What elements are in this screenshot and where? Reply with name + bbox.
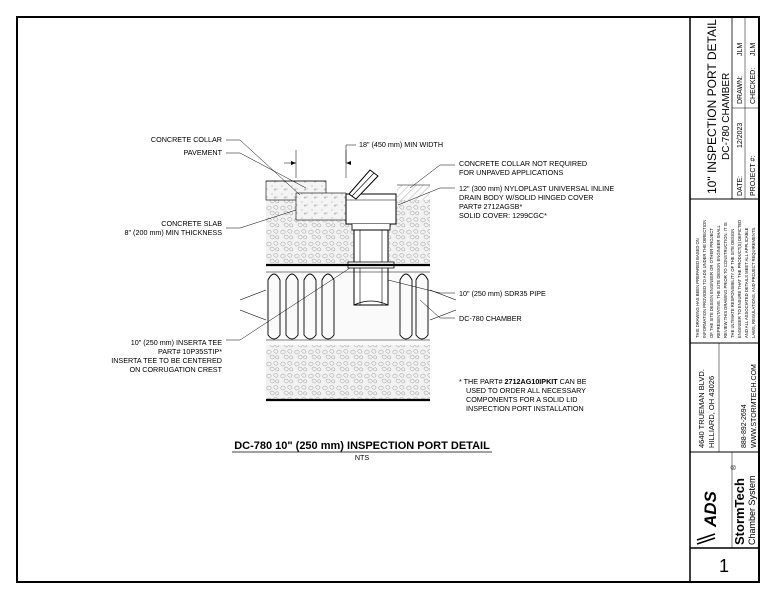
min-width-dimension [284, 144, 356, 178]
tb-date-value: 12/2023 [737, 123, 744, 148]
drain-body [345, 193, 397, 225]
label-pavement: PAVEMENT [184, 148, 223, 157]
label-tee-2: PART# 10P35STIP* [158, 347, 222, 356]
label-pipe: 10" (250 mm) SDR35 PIPE [459, 289, 546, 298]
tb-title-2: DC-780 CHAMBER [721, 73, 732, 160]
svg-text:REPRESENTATIVE. THE SITE DESIG: REPRESENTATIVE. THE SITE DESIGN ENGINEER… [716, 224, 721, 338]
concrete-collar [295, 192, 347, 221]
unpaved-surface [397, 185, 430, 200]
tb-address-1: 4640 TRUEMAN BLVD. [697, 369, 706, 448]
svg-text:LAWS, REGULATIONS, AND PROJECT: LAWS, REGULATIONS, AND PROJECT REQUIREME… [751, 227, 756, 338]
tb-address-2: HILLIARD, OH 43026 [707, 376, 716, 448]
svg-text:THE ULTIMATE RESPONSIBILITY OF: THE ULTIMATE RESPONSIBILITY OF THE SITE … [730, 229, 735, 338]
svg-text:INFORMATION PROVIDED TO ADS UN: INFORMATION PROVIDED TO ADS UNDER THE DI… [702, 220, 707, 338]
label-concrete-collar: CONCRETE COLLAR [151, 135, 222, 144]
note-line-2: USED TO ORDER ALL NECESSARY [466, 386, 586, 395]
note-line-4: INSPECTION PORT INSTALLATION [466, 404, 584, 413]
detail-title: DC-780 10" (250 mm) INSPECTION PORT DETA… [234, 440, 490, 452]
chamber-corrugations [267, 273, 429, 340]
svg-text:REVIEW THIS DRAWING PRIOR TO C: REVIEW THIS DRAWING PRIOR TO CONSTRUCTIO… [723, 222, 728, 338]
label-drain-body-1: 12" (300 mm) NYLOPLAST UNIVERSAL INLINE [459, 184, 614, 193]
callout-leaders [226, 139, 455, 341]
detail-scale: NTS [355, 453, 370, 462]
tb-date-label: DATE: [737, 176, 744, 196]
tb-phone: 888-892-2694 [741, 404, 748, 448]
embedment-stone [266, 345, 430, 400]
stormtech-logo: StormTech [732, 478, 747, 545]
svg-text:AND ALL ASSOCIATED DETAILS MEE: AND ALL ASSOCIATED DETAILS MEET ALL APPL… [744, 227, 749, 338]
label-chamber: DC-780 CHAMBER [459, 314, 522, 323]
tb-title-1: 10" INSPECTION PORT DETAIL [705, 19, 719, 194]
label-min-width: 18" (450 mm) MIN WIDTH [359, 140, 443, 149]
registered-mark: ® [730, 464, 738, 470]
label-tee-3: INSERTA TEE TO BE CENTERED [111, 356, 222, 365]
ads-logo: ADS [701, 490, 720, 528]
svg-text:THIS DRAWING HAS BEEN PREPARED: THIS DRAWING HAS BEEN PREPARED BASED ON [695, 238, 700, 338]
inspection-port-detail [239, 169, 457, 402]
label-tee-1: 10" (250 mm) INSERTA TEE [131, 338, 222, 347]
tb-drawn-label: DRAWN: [737, 76, 744, 104]
label-concrete-slab: CONCRETE SLAB [161, 219, 222, 228]
label-tee-4: ON CORRUGATION CREST [129, 365, 222, 374]
tb-checked-value: JLM [750, 43, 757, 56]
tb-project-label: PROJECT #: [750, 156, 757, 196]
note-line-3: COMPONENTS FOR A SOLID LID [466, 395, 577, 404]
label-slab-thickness: 8" (200 mm) MIN THICKNESS [125, 228, 223, 237]
tb-website: WWW.STORMTECH.COM [751, 364, 758, 448]
label-drain-body-3: PART# 2712AGSB* [459, 202, 522, 211]
title-block: 10" INSPECTION PORT DETAIL DC-780 CHAMBE… [690, 17, 759, 576]
ads-logo-stripes [696, 533, 716, 545]
label-drain-body-2: DRAIN BODY W/SOLID HINGED COVER [459, 193, 593, 202]
label-collar-not-required: CONCRETE COLLAR NOT REQUIRED [459, 159, 587, 168]
note-line-1: * THE PART# 2712AG10IPKIT CAN BE [459, 377, 587, 386]
callouts: CONCRETE COLLAR PAVEMENT CONCRETE SLAB 8… [111, 135, 614, 413]
page-number: 1 [719, 556, 729, 576]
brand-sub: Chamber System [747, 475, 757, 545]
svg-text:ENGINEER TO ENSURE THAT THE PR: ENGINEER TO ENSURE THAT THE PRODUCT(S) D… [737, 220, 742, 338]
label-unpaved: FOR UNPAVED APPLICATIONS [459, 168, 563, 177]
tb-disclaimer: THIS DRAWING HAS BEEN PREPARED BASED ON … [695, 220, 756, 338]
tb-checked-label: CHECKED: [750, 68, 757, 104]
svg-text:OF THE SITE DESIGN ENGINEER OR: OF THE SITE DESIGN ENGINEER OR OTHER PRO… [709, 228, 714, 338]
label-drain-body-4: SOLID COVER: 1299CGC* [459, 211, 547, 220]
tb-drawn-value: JLM [737, 43, 744, 56]
